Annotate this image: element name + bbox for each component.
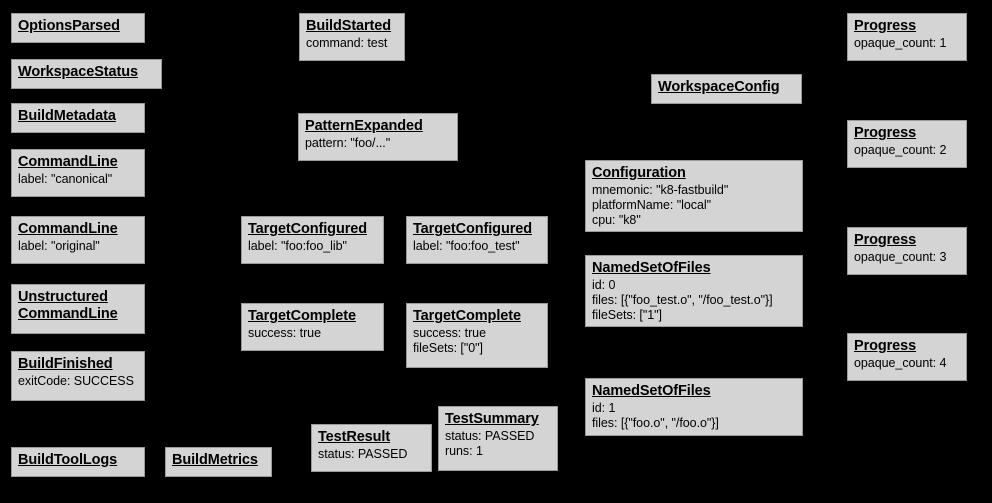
event-node-title: Progress — [854, 338, 917, 354]
event-node-properties: pattern: "foo/..." — [305, 136, 451, 151]
event-node-property: runs: 1 — [445, 444, 483, 458]
event-node-title: TargetComplete — [413, 308, 521, 324]
event-node-command-line-original: CommandLine label: "original" — [11, 216, 145, 264]
event-node-unstructured-command-line: Unstructured CommandLine — [11, 284, 145, 334]
event-node-options-parsed: OptionsParsed — [11, 13, 145, 43]
event-node-properties: label: "foo:foo_lib" — [248, 239, 377, 254]
event-node-property: id: 0 — [592, 278, 616, 292]
event-node-build-finished: BuildFinished exitCode: SUCCESS — [11, 351, 145, 401]
event-node-progress-4: Progress opaque_count: 4 — [847, 333, 967, 381]
event-node-title: BuildFinished — [18, 356, 113, 372]
event-node-property: fileSets: ["0"] — [413, 341, 483, 355]
event-node-progress-1: Progress opaque_count: 1 — [847, 13, 967, 61]
event-node-progress-2: Progress opaque_count: 2 — [847, 120, 967, 168]
event-node-title: Progress — [854, 18, 917, 34]
event-node-title: TestSummary — [445, 411, 539, 427]
event-node-property: command: test — [306, 36, 388, 50]
event-node-progress-3: Progress opaque_count: 3 — [847, 227, 967, 275]
event-node-title: BuildToolLogs — [18, 452, 118, 468]
event-node-workspace-status: WorkspaceStatus — [11, 59, 162, 89]
event-node-build-metrics: BuildMetrics — [165, 447, 272, 477]
event-node-title: Progress — [854, 232, 917, 248]
event-node-property: opaque_count: 3 — [854, 250, 947, 264]
event-node-pattern-expanded: PatternExpanded pattern: "foo/..." — [298, 113, 458, 161]
event-node-title: Unstructured CommandLine — [18, 289, 118, 322]
event-node-title: NamedSetOfFiles — [592, 383, 711, 399]
event-node-title: NamedSetOfFiles — [592, 260, 711, 276]
event-node-title: BuildStarted — [306, 18, 392, 34]
event-node-title: Configuration — [592, 165, 686, 181]
event-node-target-complete-lib: TargetComplete success: true — [241, 303, 384, 351]
event-node-property: status: PASSED — [318, 447, 408, 461]
event-node-title: CommandLine — [18, 154, 118, 170]
event-node-title: Progress — [854, 125, 917, 141]
event-node-target-configured-foo-test: TargetConfigured label: "foo:foo_test" — [406, 216, 548, 264]
event-node-configuration: Configuration mnemonic: "k8-fastbuild"pla… — [585, 160, 803, 232]
event-node-property: opaque_count: 4 — [854, 356, 947, 370]
event-node-title: OptionsParsed — [18, 18, 120, 34]
event-node-property: opaque_count: 1 — [854, 36, 947, 50]
event-node-test-result: TestResult status: PASSED — [311, 424, 432, 472]
event-node-properties: exitCode: SUCCESS — [18, 374, 138, 389]
event-node-properties: command: test — [306, 36, 398, 51]
event-node-title: CommandLine — [18, 221, 118, 237]
event-node-properties: success: true — [248, 326, 377, 341]
event-node-title: PatternExpanded — [305, 118, 423, 134]
event-node-property: cpu: "k8" — [592, 213, 641, 227]
event-node-property: exitCode: SUCCESS — [18, 374, 134, 388]
event-node-title: TargetConfigured — [248, 221, 367, 237]
event-node-title: TargetComplete — [248, 308, 356, 324]
event-node-properties: label: "original" — [18, 239, 138, 254]
event-node-title: WorkspaceStatus — [18, 64, 138, 80]
event-node-properties: label: "canonical" — [18, 172, 138, 187]
event-node-build-started: BuildStarted command: test — [299, 13, 405, 61]
event-node-property: label: "foo:foo_lib" — [248, 239, 347, 253]
event-node-property: opaque_count: 2 — [854, 143, 947, 157]
event-node-property: label: "foo:foo_test" — [413, 239, 520, 253]
event-node-properties: opaque_count: 2 — [854, 143, 960, 158]
event-node-target-configured-foo-lib: TargetConfigured label: "foo:foo_lib" — [241, 216, 384, 264]
event-node-property: success: true — [413, 326, 486, 340]
event-node-title: BuildMetrics — [172, 452, 258, 468]
event-node-property: label: "original" — [18, 239, 100, 253]
event-node-properties: opaque_count: 4 — [854, 356, 960, 371]
event-node-title: TestResult — [318, 429, 391, 445]
event-node-property: id: 1 — [592, 401, 616, 415]
event-node-properties: mnemonic: "k8-fastbuild"platformName: "l… — [592, 183, 796, 228]
event-node-title: WorkspaceConfig — [658, 79, 780, 95]
event-node-property: platformName: "local" — [592, 198, 711, 212]
event-node-title: BuildMetadata — [18, 108, 116, 124]
event-node-property: files: [{"foo.o", "/foo.o"}] — [592, 416, 719, 430]
event-node-build-tool-logs: BuildToolLogs — [11, 447, 145, 477]
event-node-property: pattern: "foo/..." — [305, 136, 391, 150]
event-node-properties: status: PASSED — [318, 447, 425, 462]
event-node-properties: opaque_count: 3 — [854, 250, 960, 265]
event-node-property: success: true — [248, 326, 321, 340]
event-node-property: files: [{"foo_test.o", "/foo_test.o"}] — [592, 293, 773, 307]
event-node-property: label: "canonical" — [18, 172, 113, 186]
event-node-property: mnemonic: "k8-fastbuild" — [592, 183, 729, 197]
event-node-properties: label: "foo:foo_test" — [413, 239, 541, 254]
event-node-build-metadata: BuildMetadata — [11, 103, 145, 133]
event-node-properties: opaque_count: 1 — [854, 36, 960, 51]
event-node-property: fileSets: ["1"] — [592, 308, 662, 322]
event-node-title: TargetConfigured — [413, 221, 532, 237]
event-node-property: status: PASSED — [445, 429, 535, 443]
event-node-command-line-canonical: CommandLine label: "canonical" — [11, 149, 145, 197]
event-node-workspace-config: WorkspaceConfig — [651, 74, 802, 104]
